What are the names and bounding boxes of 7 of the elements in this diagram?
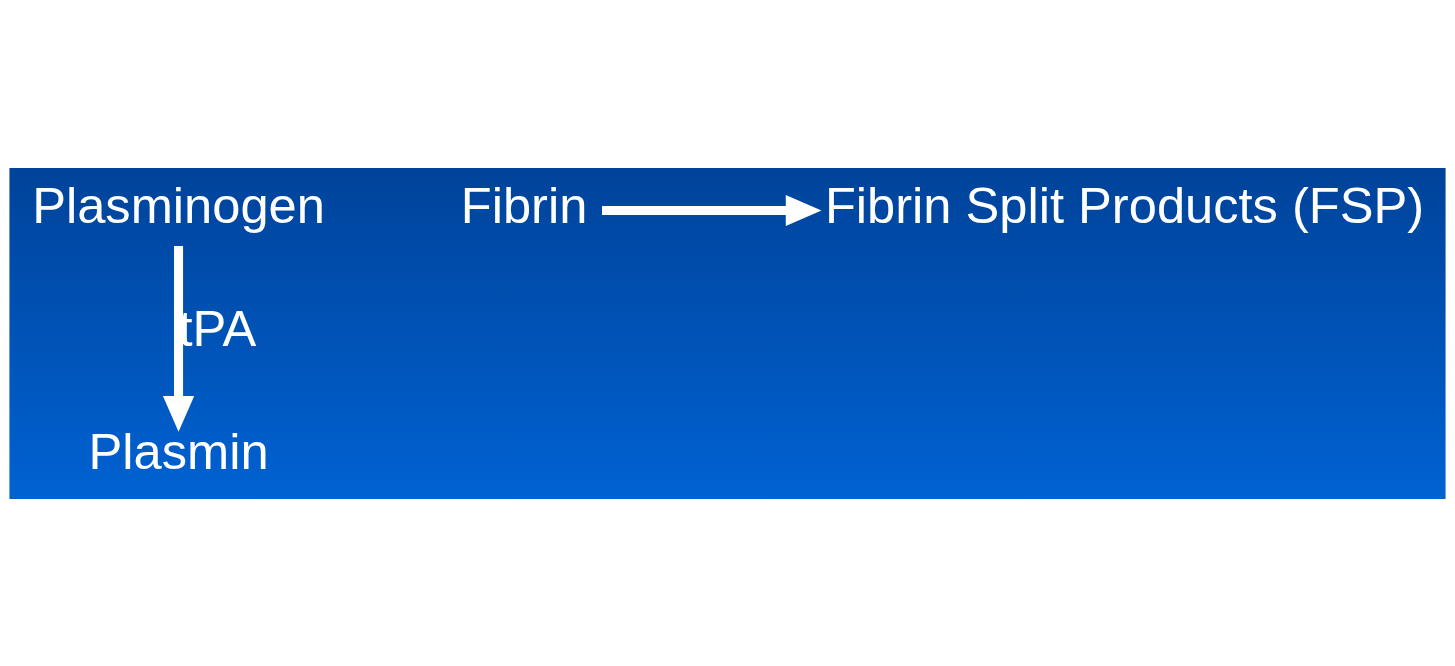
edge-label: tPA [178, 299, 257, 357]
node-text: Fibrin [460, 176, 588, 234]
node-text: Plasminogen [32, 176, 325, 234]
node-text: Fibrin Split Products (FSP) [824, 176, 1425, 234]
arrow [162, 245, 195, 432]
arrow [602, 194, 822, 226]
node-text: Plasmin [88, 422, 269, 480]
